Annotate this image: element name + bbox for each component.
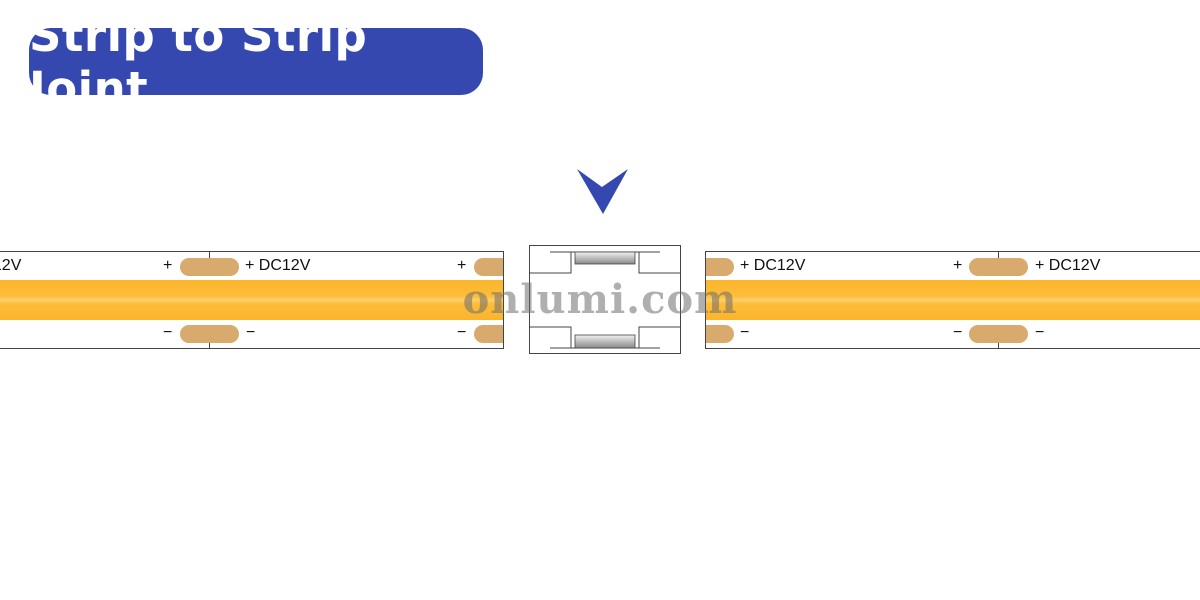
solder-pad-negative: [180, 325, 239, 343]
minus-label: −: [457, 324, 467, 341]
solder-pad-negative: [969, 325, 1028, 343]
solder-pad-negative: [706, 325, 734, 343]
minus-label: −: [740, 324, 750, 341]
plus-label: +: [953, 257, 963, 274]
right-led-strip: + DC12V + + DC12V − − −: [705, 251, 1200, 349]
solder-pad-positive: [180, 258, 239, 276]
strip-connector: [529, 245, 681, 354]
led-band: [0, 280, 503, 320]
cut-mark: [209, 252, 210, 258]
led-band: [706, 280, 1200, 320]
plus-label: +: [457, 257, 467, 274]
cut-mark: [998, 252, 999, 258]
watermark: onlumi.com: [462, 276, 738, 323]
voltage-label: + DC12V: [1035, 257, 1101, 274]
cut-mark: [209, 342, 210, 348]
cut-mark: [998, 342, 999, 348]
solder-pad-positive: [969, 258, 1028, 276]
minus-label: −: [246, 324, 256, 341]
solder-pad-negative: [474, 325, 503, 343]
chevron-down-icon: [577, 169, 628, 214]
minus-label: −: [163, 324, 173, 341]
voltage-label: + DC12V: [0, 257, 22, 274]
page-title: Strip to Strip Joint: [29, 9, 483, 115]
minus-label: −: [953, 324, 963, 341]
solder-pad-positive: [474, 258, 503, 276]
solder-pad-positive: [706, 258, 734, 276]
plus-label: +: [163, 257, 173, 274]
voltage-label: + DC12V: [740, 257, 806, 274]
minus-label: −: [1035, 324, 1045, 341]
voltage-label: + DC12V: [245, 257, 311, 274]
left-led-strip: + DC12V + + DC12V + − − −: [0, 251, 504, 349]
